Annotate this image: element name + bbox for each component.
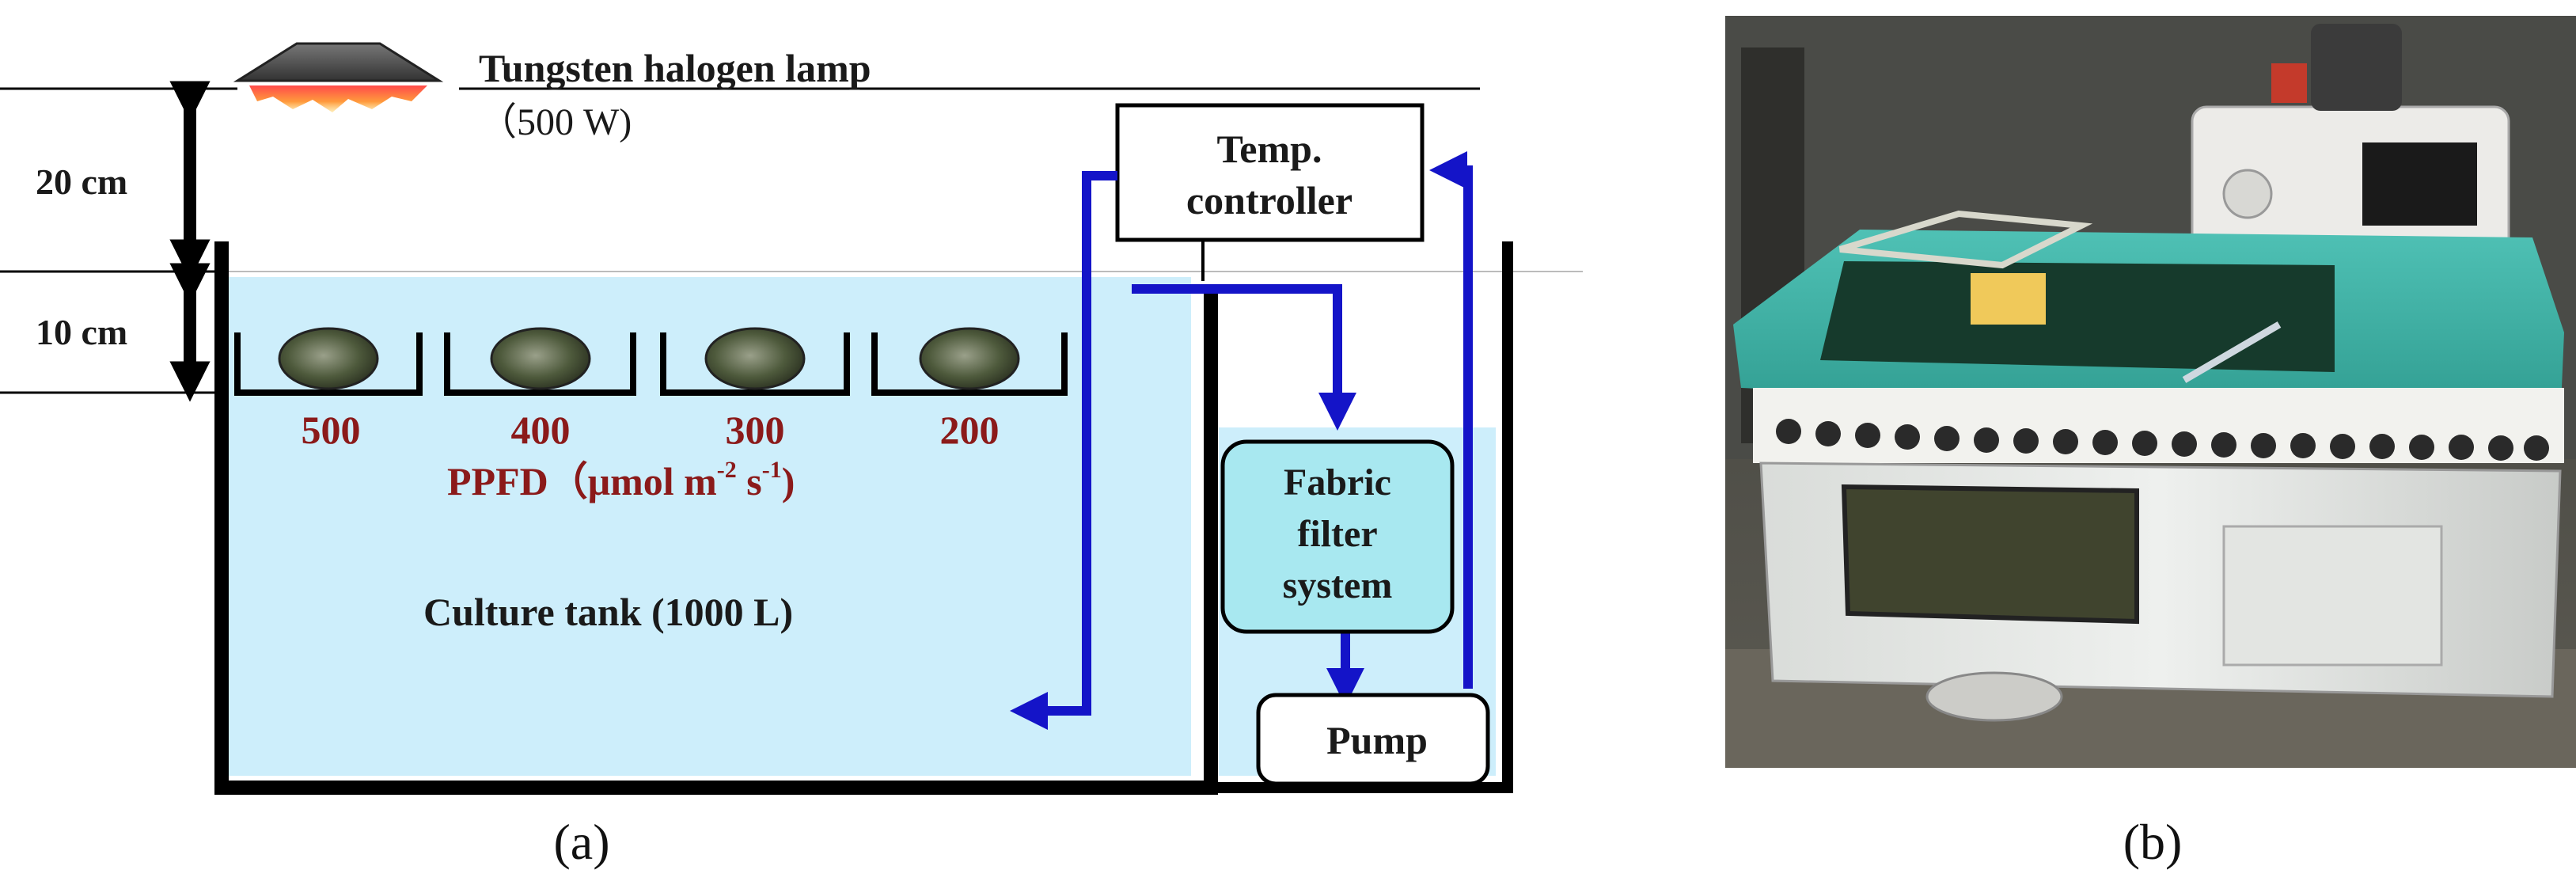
photo-cabinet-door: [2222, 525, 2443, 667]
flow-arrow-return: [1010, 171, 1117, 730]
ppfd-value-400: 400: [511, 408, 571, 452]
panel-a-label: (a): [553, 814, 609, 870]
basket-200: [871, 327, 1068, 396]
photo-wave-pattern: [1776, 419, 2549, 461]
distance-lamp-label: 20 cm: [36, 161, 127, 202]
photo-viewing-window: [1841, 484, 2139, 625]
seaweed-sample-icon: [278, 327, 379, 390]
filter-label-line2: filter: [1297, 513, 1377, 555]
fabric-filter-box: [1220, 439, 1455, 634]
filter-compartment-wall: [1211, 241, 1513, 793]
culture-tank-wall: [214, 241, 1218, 795]
tungsten-lamp-icon: [233, 42, 444, 112]
ppfd-value-300: 300: [726, 408, 785, 452]
photo-red-box: [2271, 63, 2307, 103]
temp-controller-line1: Temp.: [1217, 127, 1322, 171]
photo-lamp-frame: [1838, 210, 2093, 269]
lamp-label: Tungsten halogen lamp: [479, 46, 871, 90]
flow-arrow-to-controller: [1429, 151, 1473, 689]
flow-arrow-to-filter: [1132, 284, 1356, 431]
pump-label: Pump: [1326, 718, 1428, 762]
basket-400: [444, 327, 636, 396]
filter-label-line3: system: [1283, 564, 1393, 606]
seaweed-sample-icon: [919, 327, 1020, 390]
panel-b-label: (b): [2123, 814, 2183, 870]
photo-panel-b: (b): [1725, 16, 2576, 870]
photo-frame-bar: [2182, 321, 2282, 383]
photo-lamp-light: [1971, 273, 2046, 325]
photo-tank-opening: [1820, 261, 2335, 372]
seaweed-sample-icon: [704, 327, 806, 390]
ppfd-value-500: 500: [302, 408, 361, 452]
culture-tank-label: Culture tank (1000 L): [423, 590, 793, 634]
lamp-power-label: （500 W): [479, 101, 632, 143]
diagram-panel-a: 20 cm 10 cm Tungsten halogen lamp （500 W…: [0, 42, 1583, 870]
photo-base: [1925, 671, 2063, 722]
photo-control-knob: [2222, 169, 2273, 219]
seaweed-sample-icon: [490, 327, 591, 390]
ppfd-value-200: 200: [940, 408, 1000, 452]
filter-label-line1: Fabric: [1284, 461, 1391, 503]
pump-box: [1256, 693, 1490, 786]
photo-control-display: [2362, 142, 2477, 226]
basket-300: [660, 327, 850, 396]
basket-500: [234, 327, 423, 396]
temp-controller-box: [1115, 103, 1425, 242]
temp-controller-line2: controller: [1186, 178, 1352, 222]
ppfd-unit-label: PPFD（μmol m-2 s-1): [447, 457, 795, 503]
distance-water-label: 10 cm: [36, 312, 127, 352]
photo-motor: [2311, 24, 2402, 111]
